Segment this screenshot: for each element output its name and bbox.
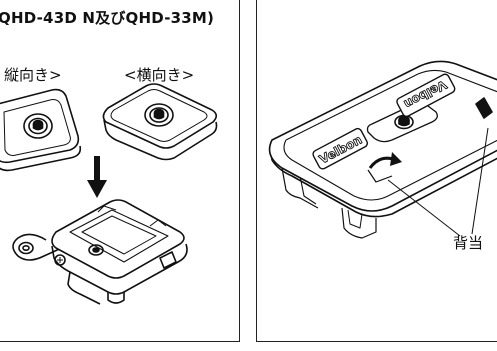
portrait-plate-illustration	[0, 88, 82, 172]
panel-title: QHD-43D N及びQHD-33M)	[0, 9, 215, 27]
landscape-orientation-label: <横向き>	[124, 66, 195, 84]
velbon-plate-illustration: Velbon Velbon	[268, 60, 497, 239]
back-plate-callout-label: 背当	[453, 234, 484, 252]
right-instruction-panel	[256, 0, 497, 342]
left-instruction-panel	[0, 0, 240, 342]
landscape-plate-illustration	[102, 83, 218, 161]
clamp-base-illustration	[12, 199, 188, 305]
portrait-orientation-label: 縦向き>	[4, 66, 62, 84]
down-arrow-icon	[87, 156, 107, 198]
